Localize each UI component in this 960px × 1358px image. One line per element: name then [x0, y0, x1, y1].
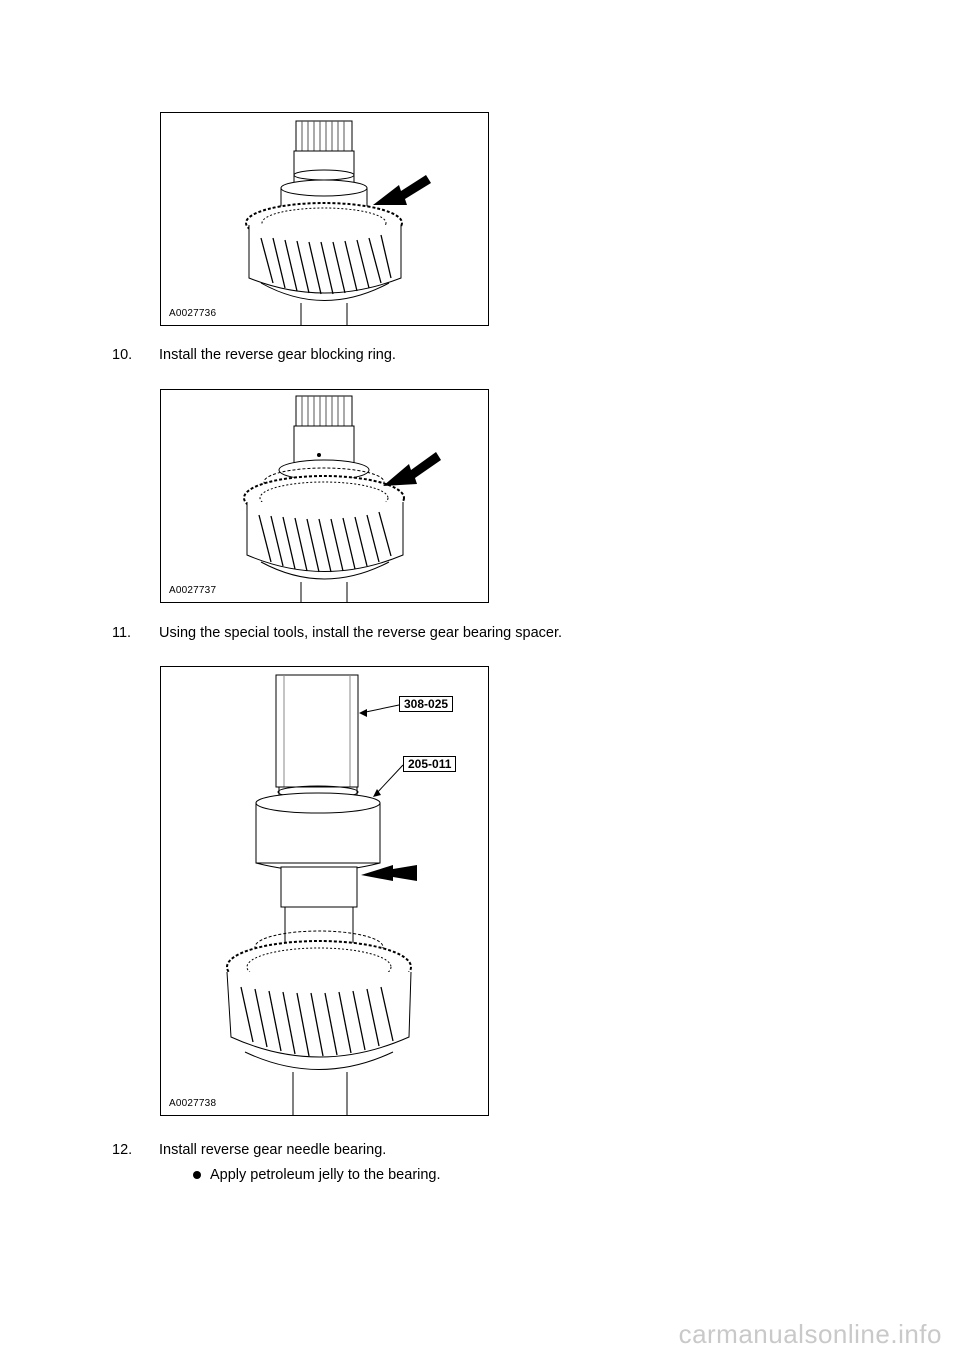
figure-special-tools: 308-025 205-011 A0027738	[160, 666, 489, 1116]
watermark: carmanualsonline.info	[678, 1319, 942, 1349]
figure-id: A0027738	[169, 1098, 217, 1109]
figure-id: A0027736	[169, 308, 217, 319]
step-text: Install reverse gear needle bearing.	[159, 1142, 387, 1158]
figure-id: A0027737	[169, 585, 217, 596]
callout-205-011: 205-011	[403, 756, 457, 772]
step-number: 11.	[112, 625, 132, 641]
figure-reverse-gear-2: A0027737	[160, 389, 489, 603]
bullet-text: Apply petroleum jelly to the bearing.	[210, 1167, 441, 1183]
step-number: 12.	[112, 1142, 133, 1158]
figure-reverse-gear-1: A0027736	[160, 112, 489, 326]
special-tools-illustration	[226, 674, 417, 1115]
step-text: Install the reverse gear blocking ring.	[159, 347, 396, 363]
step-number: 10.	[112, 347, 133, 363]
callout-308-025: 308-025	[399, 696, 454, 712]
step-text: Using the special tools, install the rev…	[159, 625, 562, 641]
gear-shaft-illustration	[245, 120, 431, 325]
gear-shaft-illustration	[243, 395, 441, 602]
bullet-dot-icon	[193, 1171, 201, 1179]
